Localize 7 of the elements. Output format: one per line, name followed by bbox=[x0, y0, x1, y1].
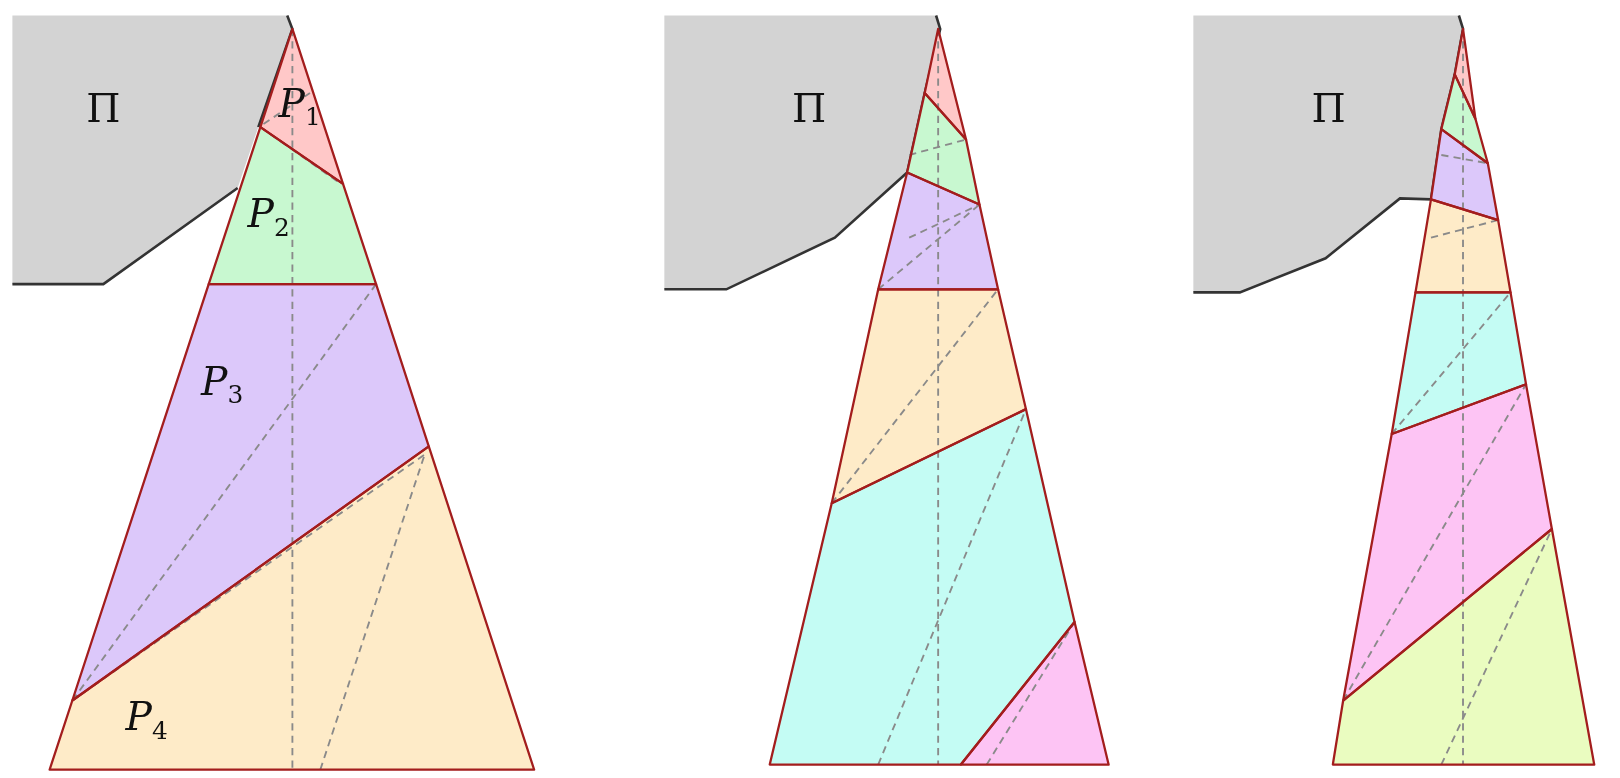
region-label: Π bbox=[791, 88, 827, 129]
region-label: Π bbox=[1311, 88, 1346, 129]
region-label: P$_{1}$ bbox=[278, 83, 321, 130]
region-label: P$_{2}$ bbox=[247, 194, 290, 240]
region-label: P$_{4}$ bbox=[125, 697, 168, 743]
region-label: P$_{3}$ bbox=[201, 361, 244, 408]
region-label: Π bbox=[86, 88, 121, 129]
